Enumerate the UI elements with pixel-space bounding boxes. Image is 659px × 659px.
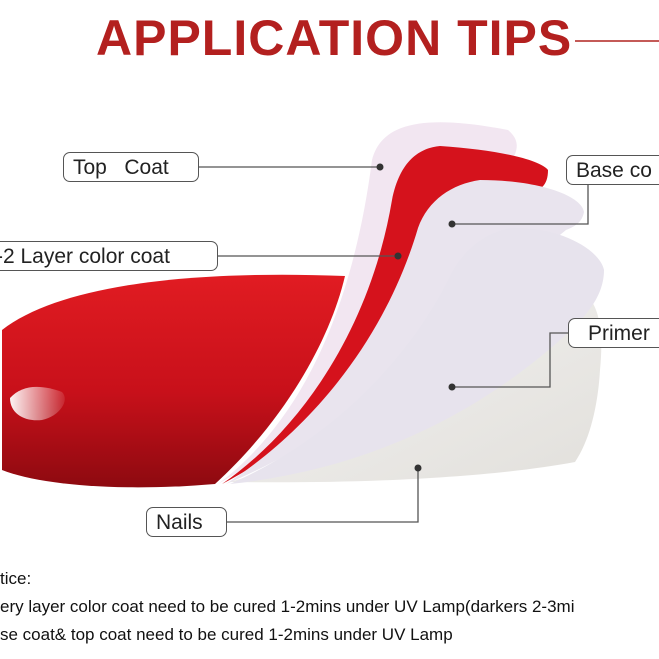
color-coat-dot <box>394 252 402 260</box>
nails-dot <box>414 464 422 472</box>
label-base-coat: Base co <box>566 155 659 185</box>
label-color-coat: -2 Layer color coat <box>0 241 218 271</box>
red-nail-body <box>2 274 345 488</box>
top-coat-dot <box>376 163 384 171</box>
page-title: APPLICATION TIPS <box>96 10 573 66</box>
primer-layer-shape <box>230 227 604 484</box>
notice-section: tice: ery layer color coat need to be cu… <box>0 565 659 649</box>
nail-highlight <box>10 386 65 421</box>
notice-line-1: ery layer color coat need to be cured 1-… <box>0 597 575 616</box>
notice-heading: tice: <box>0 569 32 588</box>
primer-connector-line <box>452 332 568 388</box>
label-nails: Nails <box>146 507 227 537</box>
title-divider-line <box>575 40 659 42</box>
notice-line-2: se coat& top coat need to be cured 1-2mi… <box>0 625 453 644</box>
nails-connector-line <box>227 468 419 523</box>
label-primer: Primer <box>568 318 659 348</box>
base-coat-dot <box>448 220 456 228</box>
primer-dot <box>448 383 456 391</box>
label-top-coat: Top Coat <box>63 152 199 182</box>
